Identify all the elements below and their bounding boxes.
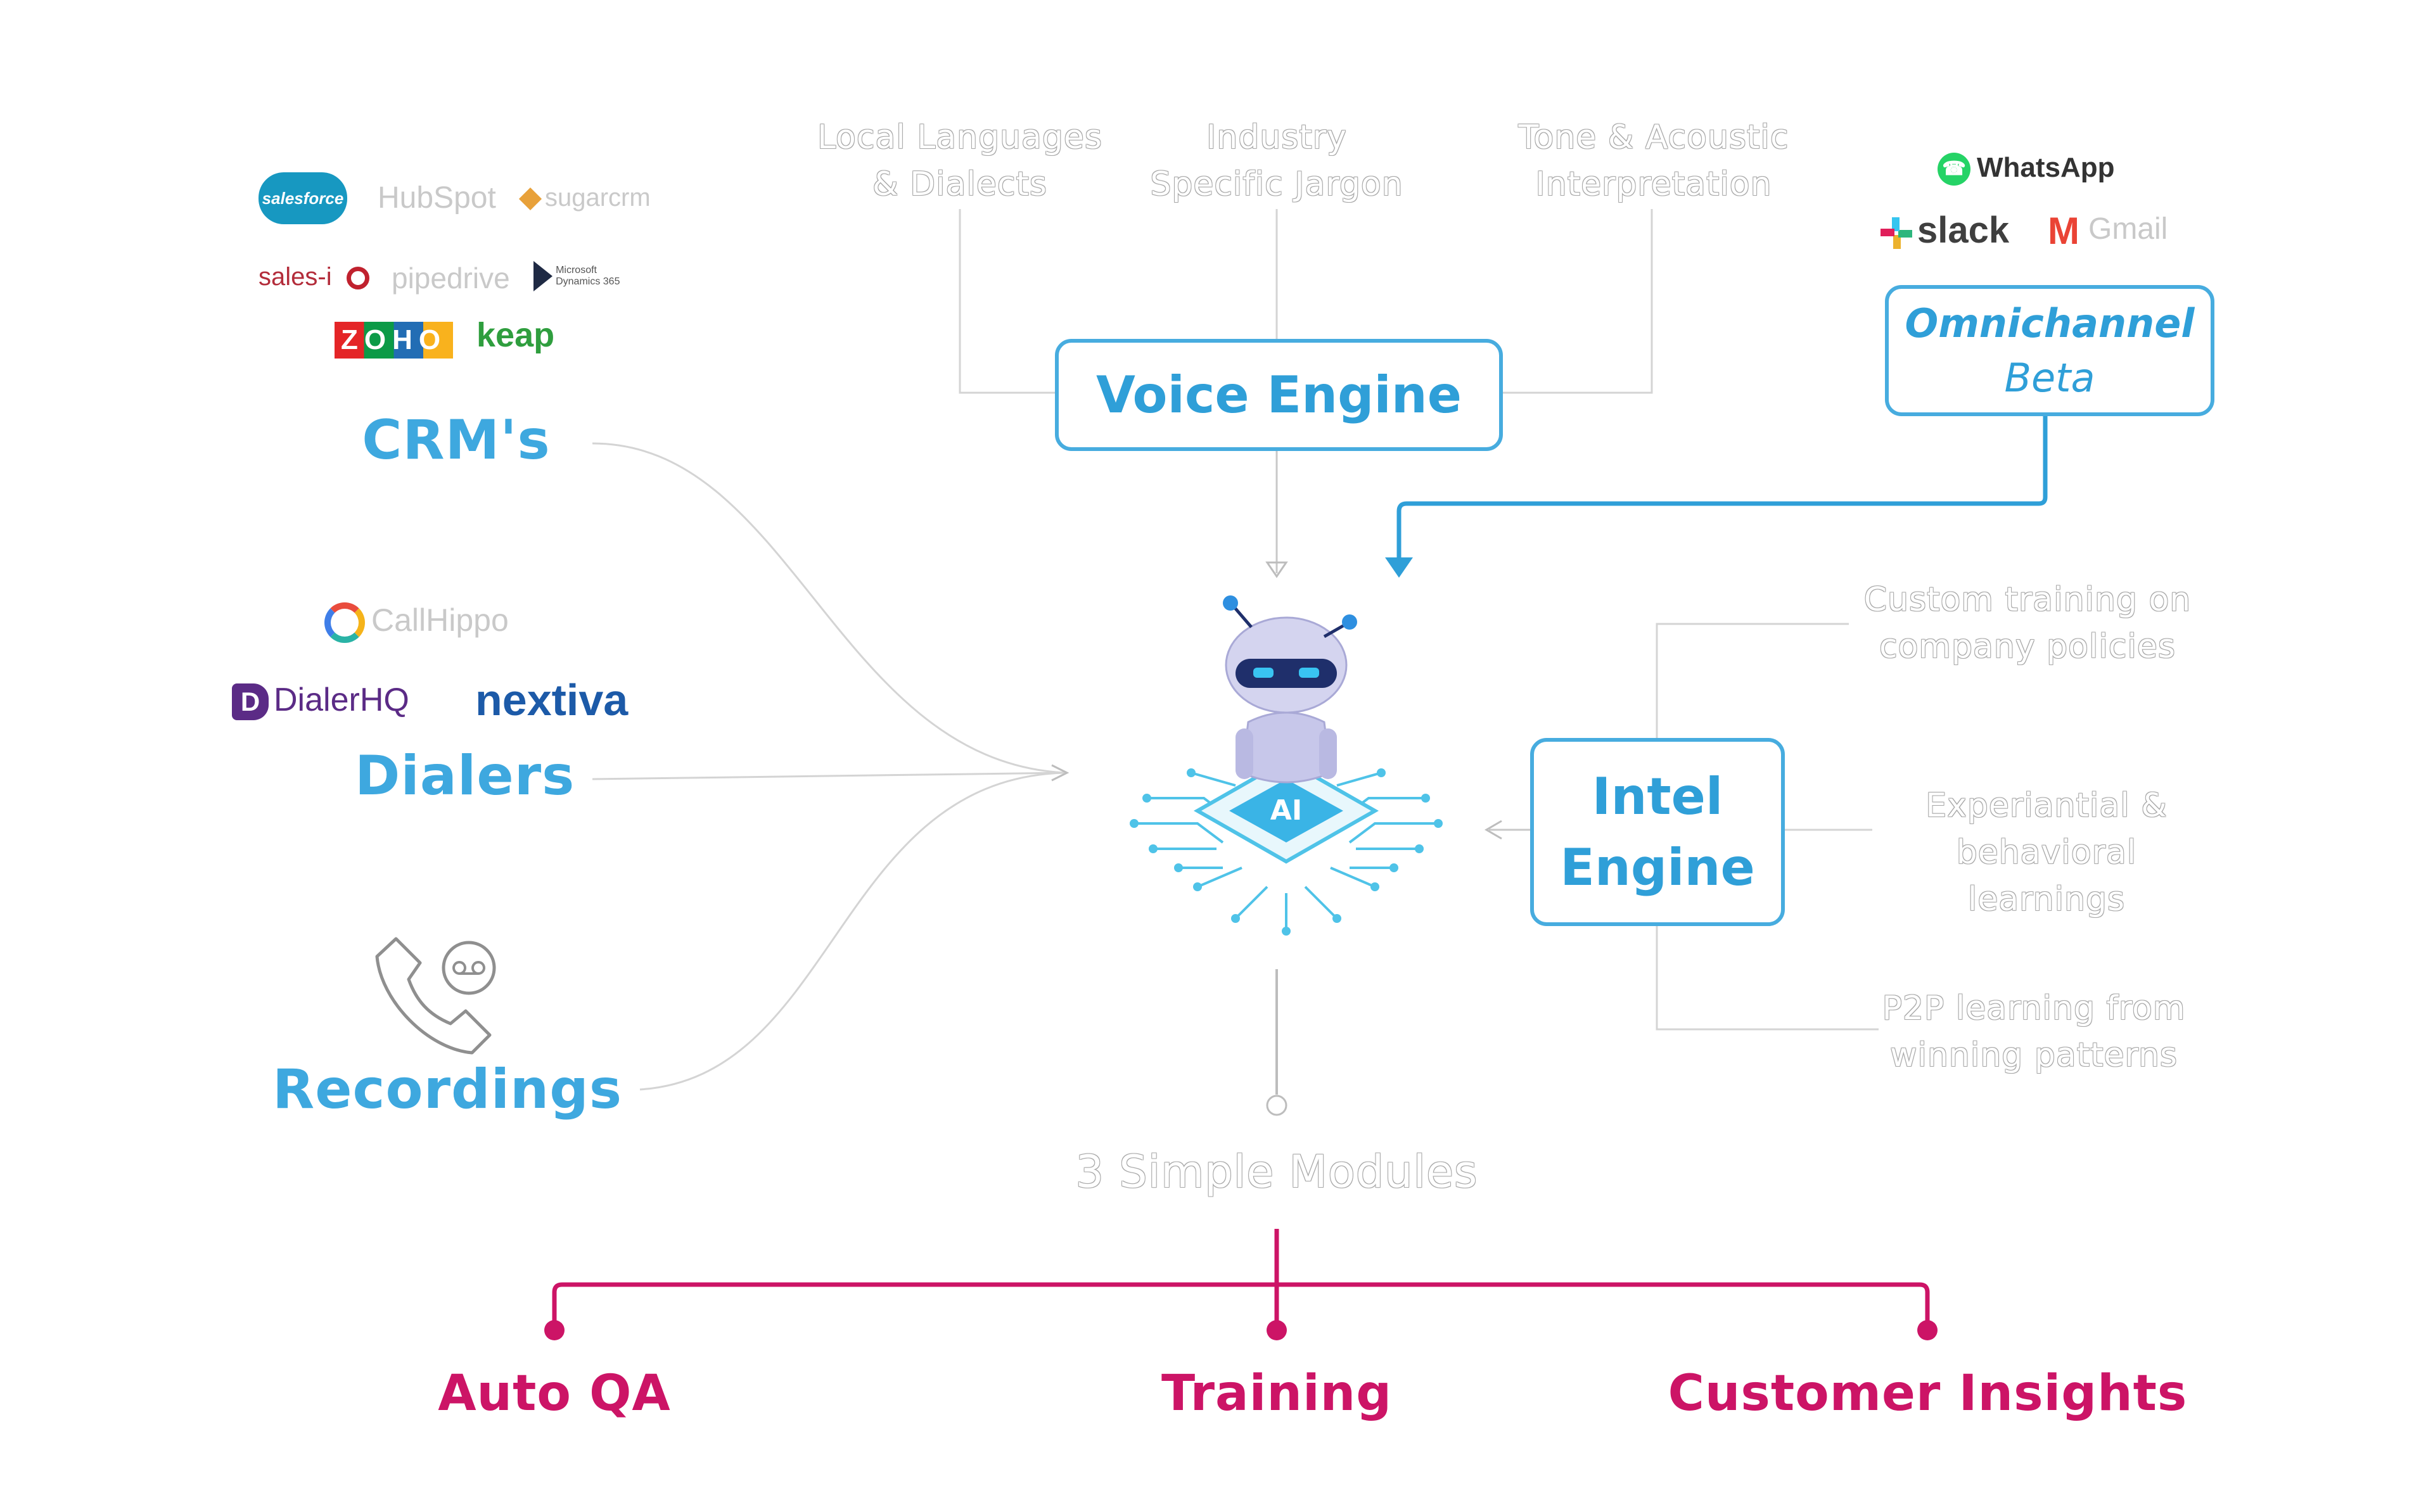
voice-engine-title: Voice Engine [1096, 365, 1462, 424]
robot-right-arm [1319, 728, 1337, 779]
nextiva-logo: nextiva [475, 675, 628, 725]
pipedrive-logo: pipedrive [392, 261, 510, 295]
hubspot-logo-text: HubSpot [378, 181, 496, 215]
module-auto-qa: Auto QA [438, 1365, 671, 1422]
slack-logo-text: slack [1917, 210, 2010, 251]
whatsapp-logo-text: WhatsApp [1977, 152, 2115, 183]
recordings-label: Recordings [272, 1058, 623, 1121]
voice-feature-languages: Local Languages & Dialects [817, 118, 1103, 203]
module-node-training [1267, 1320, 1287, 1340]
recordings-connector [639, 772, 1065, 1091]
callhippo-logo: CallHippo [324, 602, 509, 643]
sugarcrm-cube-icon [518, 187, 542, 211]
modules-caption: 3 Simple Modules [1075, 1146, 1478, 1198]
pipedrive-logo-text: pipedrive [392, 262, 510, 295]
sugarcrm-logo: sugarcrm [518, 184, 651, 212]
nextiva-logo-text: nextiva [475, 675, 629, 725]
microsoft-dynamics-logo-text: Microsoft Dynamics 365 [556, 265, 620, 287]
keap-logo: keap [476, 315, 554, 355]
whatsapp-logo: ☎WhatsApp [1938, 152, 2115, 186]
salesforce-logo: salesforce [259, 172, 347, 224]
voicemail-phone-icon [375, 937, 496, 1055]
dialerhq-d-icon: D [232, 683, 269, 721]
module-tree [552, 1229, 1930, 1327]
robot-right-antenna [1323, 622, 1348, 638]
whatsapp-icon: ☎ [1938, 153, 1970, 186]
omnichannel-title: Omnichannel [1905, 300, 2195, 346]
robot-body [1241, 711, 1332, 784]
keap-logo-text: keap [476, 316, 555, 354]
gmail-logo-text: Gmail [2088, 212, 2168, 246]
module-node-auto-qa [544, 1320, 565, 1340]
microsoft-dynamics-logo: Microsoft Dynamics 365 [533, 261, 625, 291]
intel-engine-title-line1: Intel [1592, 766, 1723, 826]
dynamics-triangle-icon [533, 261, 552, 291]
omnichannel-connector [1396, 415, 2048, 564]
module-customer-insights: Customer Insights [1668, 1365, 2188, 1422]
crm-connector [592, 442, 1065, 774]
zoho-logo: ZOHO [335, 322, 454, 359]
omnichannel-box: Omnichannel Beta [1885, 285, 2214, 416]
callhippo-logo-text: CallHippo [371, 602, 509, 638]
module-node-customer-insights [1917, 1320, 1938, 1340]
robot-left-eye [1253, 668, 1274, 678]
intel-engine-box: Intel Engine [1530, 738, 1785, 926]
voice-engine-box: Voice Engine [1055, 339, 1503, 451]
salesforce-logo-text: salesforce [262, 188, 344, 208]
sales-i-logo-text: sales-i [259, 263, 332, 291]
circuit-traces [1134, 772, 1438, 931]
intel-feature-experiential: Experiantial & behavioral learnings [1925, 787, 2168, 918]
intel-feature-p2p: P2P learning from winning patterns [1882, 989, 2186, 1074]
chip-core [1229, 779, 1343, 842]
ai-robot-chip-illustration: AI [1130, 595, 1443, 936]
dialerhq-logo-text: DialerHQ [274, 682, 409, 718]
gmail-icon: M [2048, 210, 2079, 252]
chip-label: AI [1270, 794, 1302, 827]
robot-right-eye [1299, 668, 1319, 678]
omnichannel-subtitle: Beta [2004, 354, 2095, 401]
inputs-arrowhead [1051, 764, 1070, 782]
callhippo-ring-icon [324, 602, 365, 643]
dialers-label: Dialers [355, 744, 575, 808]
robot-visor [1236, 659, 1337, 688]
gmail-logo: M Gmail [2048, 209, 2168, 253]
intel-engine-title-line2: Engine [1560, 837, 1755, 897]
voice-feature-tone: Tone & Acoustic Interpretation [1518, 118, 1789, 203]
zoho-logo-text: ZOHO [335, 322, 454, 359]
intel-feature-custom-training: Custom training on company policies [1863, 581, 2192, 666]
slack-logo: slack [1881, 209, 2009, 251]
hubspot-logo: HubSpot [378, 181, 496, 215]
robot-left-arm [1236, 728, 1253, 779]
sales-i-logo: sales-i [259, 263, 369, 291]
sales-i-target-icon [346, 267, 369, 290]
crm-label: CRM's [362, 409, 551, 472]
sugarcrm-logo-text: sugarcrm [545, 184, 651, 212]
voice-feature-jargon: Industry Specific Jargon [1150, 118, 1403, 203]
dialers-connector [592, 772, 1065, 780]
module-training: Training [1161, 1365, 1393, 1422]
slack-icon [1881, 217, 1912, 249]
